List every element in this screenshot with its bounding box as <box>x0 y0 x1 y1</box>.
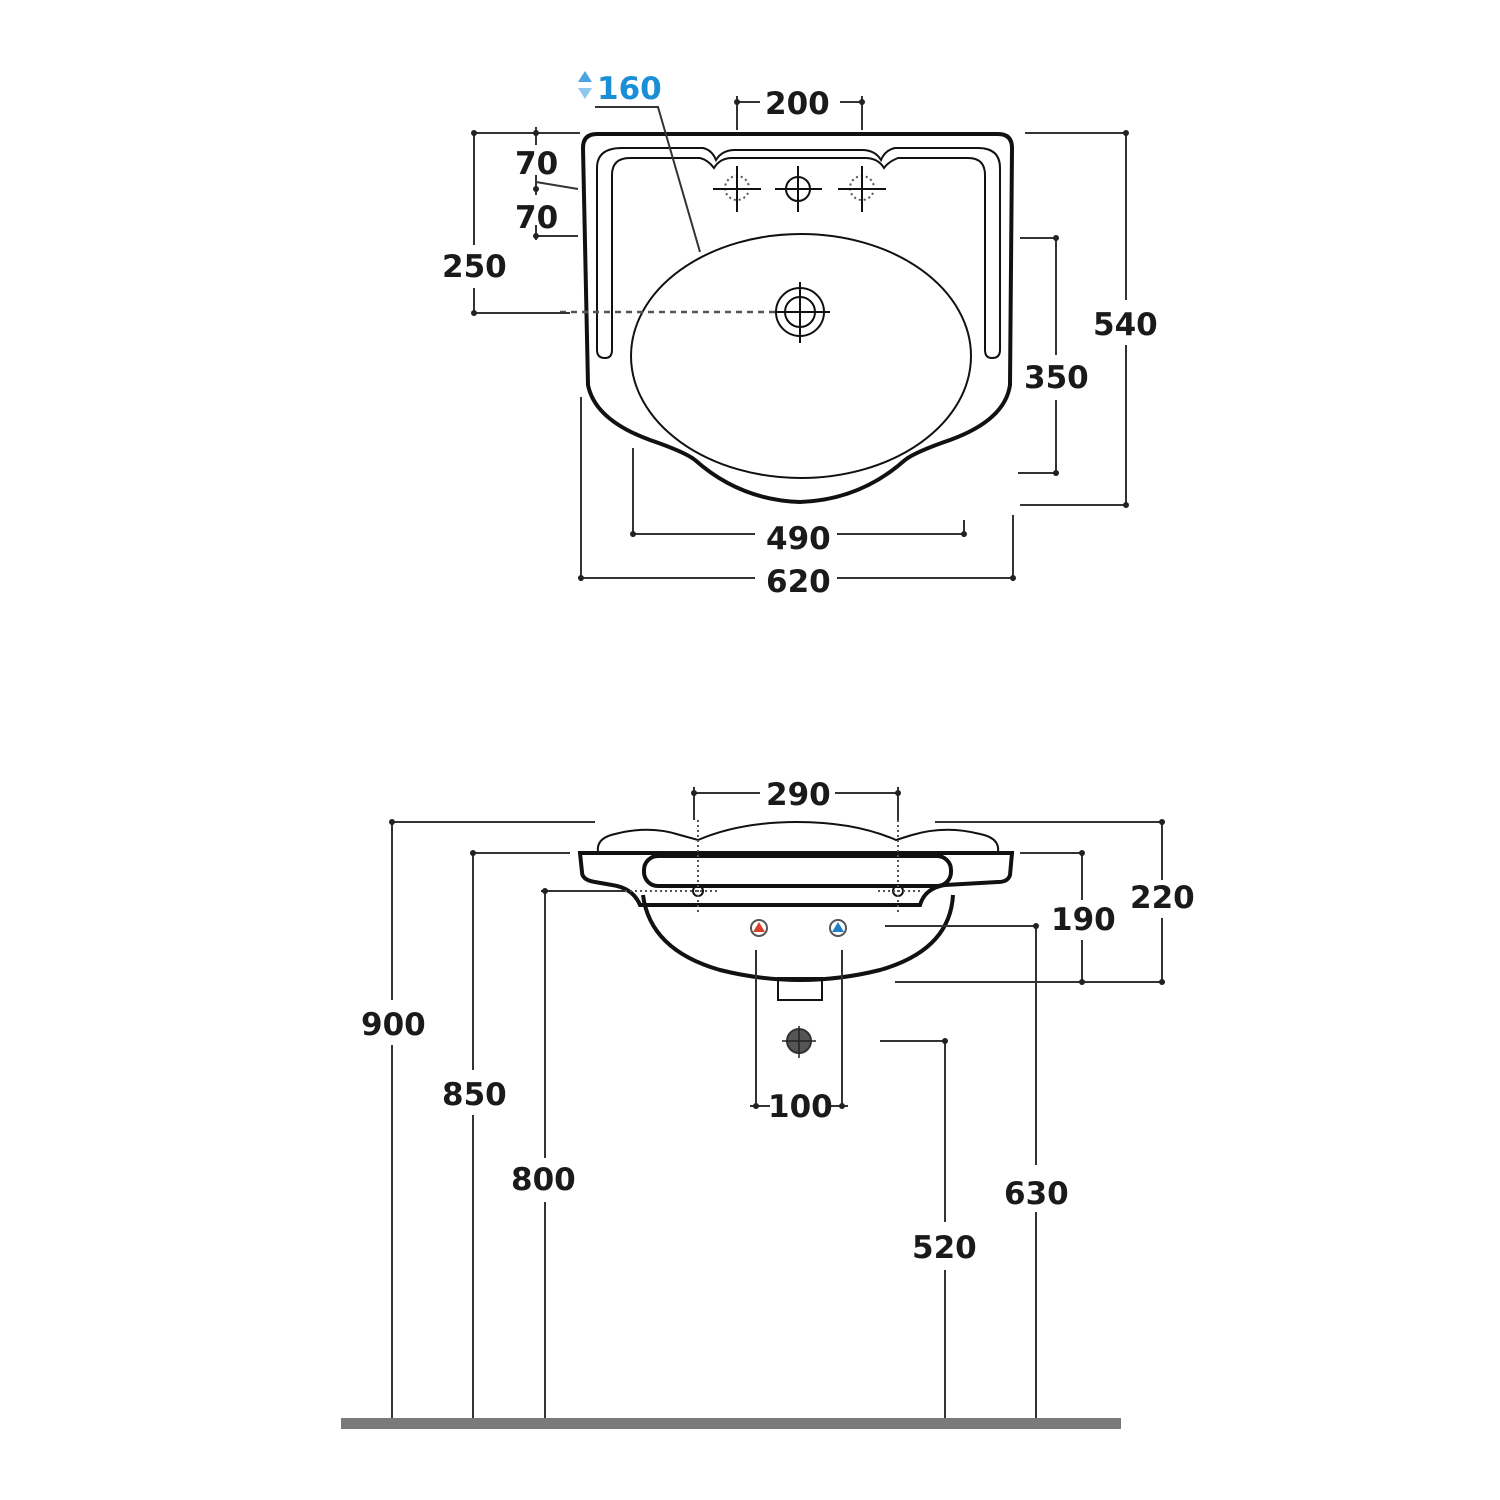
label-bowl-depth: 350 <box>1024 360 1089 396</box>
dim-290 <box>691 787 901 820</box>
dim-490-620 <box>578 397 1016 581</box>
label-rim-height: 190 <box>1051 902 1116 938</box>
drain-icon <box>772 282 830 343</box>
label-tap-height: 160 <box>597 71 662 107</box>
label-bowl-width: 490 <box>766 521 831 557</box>
label-top-height: 900 <box>361 1007 426 1043</box>
front-view <box>341 787 1165 1429</box>
tap-hole-left-icon <box>713 166 761 212</box>
tap-hole-right-icon <box>838 166 886 212</box>
up-down-arrow-icon <box>578 71 592 99</box>
top-view <box>471 71 1129 581</box>
backsplash-profile <box>596 820 1000 853</box>
drain-block <box>777 977 823 1001</box>
hot-water-red-triangle-icon <box>750 919 768 937</box>
label-rim-floor-height: 850 <box>442 1077 507 1113</box>
label-drain-offset: 250 <box>442 249 507 285</box>
label-supply-floor-height: 630 <box>1004 1176 1069 1212</box>
tap-height-leader <box>595 106 701 253</box>
floor-line <box>341 1418 1121 1429</box>
back-ledge <box>596 147 1001 360</box>
basin-top-outline <box>580 132 1015 505</box>
label-overall-height: 220 <box>1130 880 1195 916</box>
label-drain-floor-height: 520 <box>912 1230 977 1266</box>
bowl-outline <box>630 233 972 479</box>
dim-200 <box>734 96 865 130</box>
bowl-front-outline <box>641 894 955 983</box>
label-fixing-floor-height: 800 <box>511 1162 576 1198</box>
label-tap-spacing: 200 <box>765 86 830 122</box>
dim-floor-heights <box>389 819 1039 1420</box>
rim-slab <box>577 851 1015 907</box>
label-overall-width: 620 <box>766 564 831 600</box>
label-overall-depth: 540 <box>1093 307 1158 343</box>
label-fixing-spacing: 290 <box>766 777 831 813</box>
label-supply-spacing: 100 <box>768 1089 833 1125</box>
dim-350-540 <box>1018 130 1129 508</box>
dim-250-70-70 <box>471 127 580 316</box>
dim-190-220 <box>895 819 1165 985</box>
waste-outlet-icon <box>782 1026 816 1058</box>
cold-water-blue-triangle-icon <box>829 919 847 937</box>
dim-100 <box>750 950 848 1109</box>
label-tap-row-offset-1: 70 <box>515 146 558 182</box>
rim-groove <box>642 854 953 888</box>
label-tap-row-offset-2: 70 <box>515 200 558 236</box>
tap-hole-center-icon <box>775 166 822 212</box>
